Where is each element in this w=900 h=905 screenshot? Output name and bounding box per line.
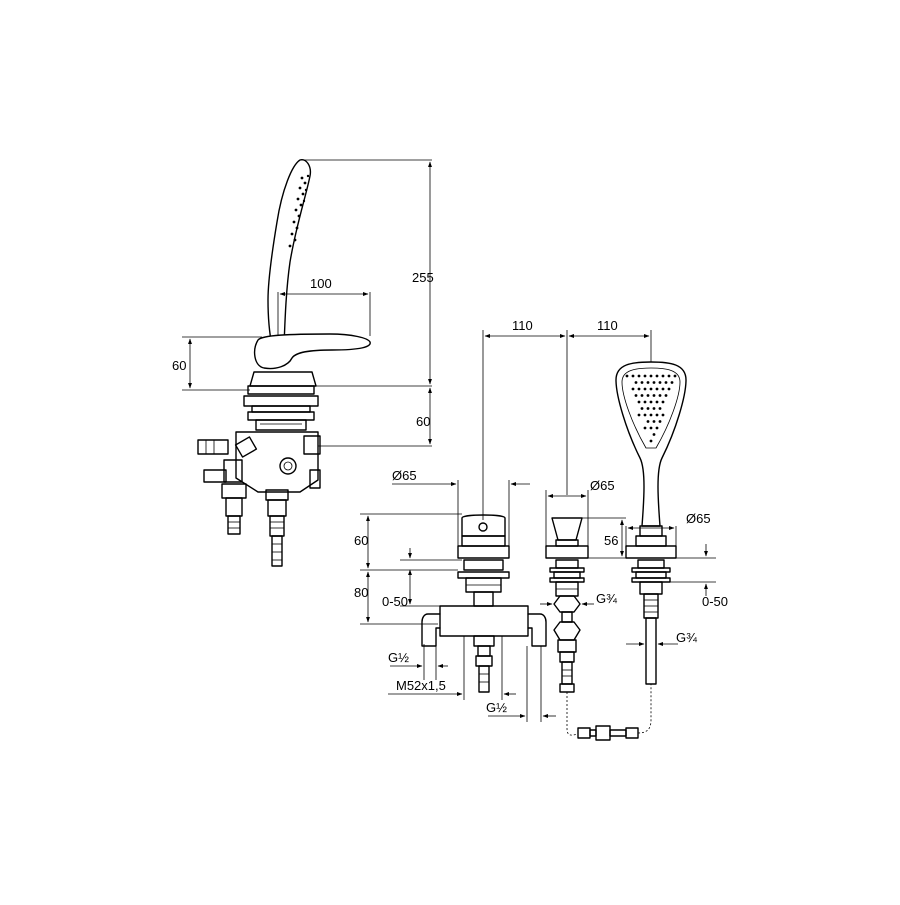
dim-mixer-deck-range: 0-50 [382, 594, 408, 609]
nozzle-dot [640, 407, 644, 410]
valve-body-side [235, 431, 319, 493]
nozzle-dot [661, 413, 665, 417]
hose-left-side [227, 515, 241, 535]
diverter-rosette-front [545, 545, 589, 559]
nozzle-dot [664, 394, 668, 397]
nozzle-dot [646, 407, 650, 410]
nozzle-dot [661, 374, 665, 378]
dim-diverter-height: 56 [604, 533, 618, 548]
nozzle-dot [643, 387, 647, 391]
nozzle-dot [658, 381, 662, 384]
dim-below-deck: 60 [416, 414, 430, 429]
dim-handle-height: 60 [172, 358, 186, 373]
nozzle-dot [652, 420, 656, 423]
dim-mixer-diameter: Ø65 [392, 468, 417, 483]
nozzle-dot [649, 387, 653, 391]
shower-face-nozzles [625, 374, 677, 443]
dim-reach: 100 [310, 276, 332, 291]
nozzle-dot [634, 381, 638, 384]
nozzle-dot [625, 374, 629, 378]
dim-diverter-thread: G¾ [596, 591, 617, 606]
dim-inlet-left: G½ [388, 650, 409, 665]
nozzle-dot [640, 394, 644, 397]
nozzle-dot [649, 439, 653, 443]
hand-shower-front [615, 361, 687, 527]
nozzle-dot [673, 374, 677, 378]
mixer-handle-front [461, 514, 506, 537]
mixer-hose-front [475, 655, 493, 667]
nozzle-dot [670, 381, 674, 384]
nozzle-dot [637, 413, 641, 417]
mixer-cap-side [249, 371, 317, 387]
dim-total-height: 255 [412, 270, 434, 285]
nozzle-dot [649, 413, 653, 417]
nozzle-dot [637, 400, 641, 404]
diverter-hose-front [561, 661, 573, 685]
nozzle-dot [658, 407, 662, 410]
hose-connector-bottom [577, 727, 591, 739]
nozzle-dot [643, 426, 647, 430]
nozzle-dot [640, 381, 644, 384]
nozzle-dot [658, 420, 662, 423]
dim-inlet-right: G½ [486, 700, 507, 715]
nozzle-dot [655, 426, 659, 430]
nozzle-dot [649, 374, 653, 378]
shower-shank-front [645, 617, 657, 685]
nozzle-dot [667, 387, 671, 391]
nozzle-dot [652, 407, 656, 410]
diverter-knob-front [551, 517, 583, 541]
dim-shower-diameter: Ø65 [686, 511, 711, 526]
nozzle-dot [634, 394, 638, 397]
nozzle-dot [655, 387, 659, 391]
mixer-ring-side [247, 385, 315, 395]
nozzle-dot [646, 381, 650, 384]
hand-shower-side [267, 159, 312, 347]
side-view: 255 100 60 60 [172, 159, 434, 567]
nozzle-dot [664, 381, 668, 384]
nozzle-dot [658, 394, 662, 397]
nozzle-dot [631, 374, 635, 378]
nozzle-dot [631, 387, 635, 391]
nozzle-dot [652, 394, 656, 397]
nozzle-dot [652, 381, 656, 384]
mixer-rosette-front [457, 545, 510, 559]
hose-center-side [269, 515, 285, 537]
dim-shower-thread: G¾ [676, 630, 697, 645]
dim-shower-deck-range: 0-50 [702, 594, 728, 609]
nozzle-dot [667, 374, 671, 378]
nozzle-dot [661, 387, 665, 391]
dim-mixer-body: 80 [354, 585, 368, 600]
hose-fitting-upper [197, 439, 229, 455]
dim-diverter-diameter: Ø65 [590, 478, 615, 493]
nozzle-dot [655, 400, 659, 404]
shower-nozzles [288, 174, 310, 248]
nozzle-dot [646, 394, 650, 397]
nozzle-dot [637, 374, 641, 378]
nozzle-dot [643, 400, 647, 404]
nozzle-dot [649, 400, 653, 404]
mixer-body-front [439, 605, 529, 637]
nozzle-dot [637, 387, 641, 391]
lever-handle-side [253, 333, 371, 370]
nozzle-dot [652, 433, 656, 436]
nozzle-dot [655, 413, 659, 417]
shower-rosette-front [625, 545, 677, 559]
nozzle-dot [643, 374, 647, 378]
dim-mixer-height: 60 [354, 533, 368, 548]
nozzle-dot [646, 420, 650, 423]
nozzle-dot [661, 400, 665, 404]
nozzle-dot [649, 426, 653, 430]
dim-spacing-left: 110 [512, 318, 533, 333]
dim-mount-thread: M52x1,5 [396, 678, 446, 693]
dim-spacing-right: 110 [597, 318, 618, 333]
nozzle-dot [643, 413, 647, 417]
front-view: 110 110 Ø65 60 80 [354, 318, 728, 741]
nozzle-dot [655, 374, 659, 378]
